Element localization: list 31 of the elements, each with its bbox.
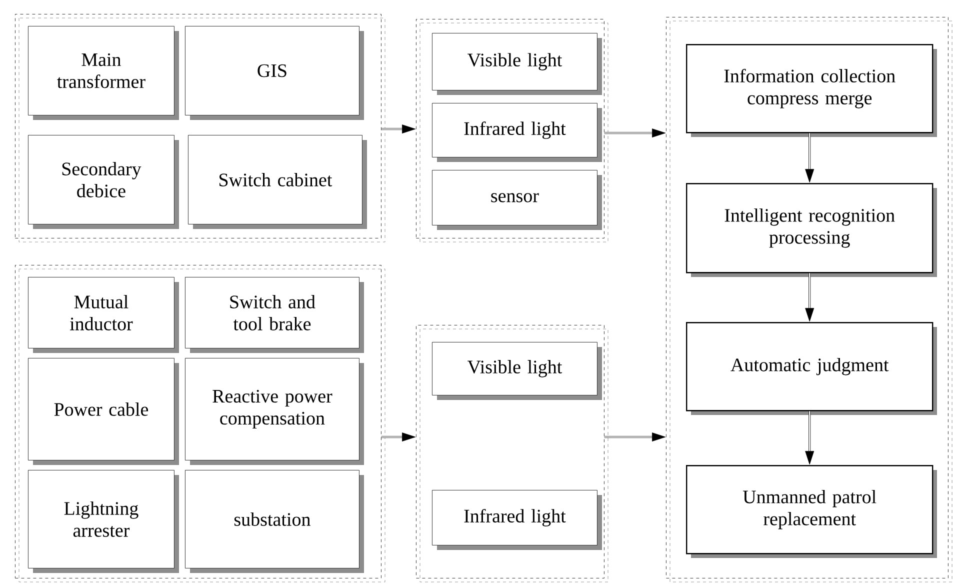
process-box: Unmanned patrol replacement [686, 465, 937, 558]
arrow [805, 273, 814, 322]
process-box: GIS [185, 26, 364, 120]
process-box: Intelligent recognition processing [686, 183, 937, 277]
process-box: Main transformer [28, 26, 179, 120]
arrow [604, 128, 666, 138]
group-frame [416, 19, 608, 242]
process-box: Automatic judgment [686, 322, 937, 415]
process-box: Infrared light [432, 490, 602, 550]
process-box: Switch and tool brake [185, 277, 364, 353]
process-box: Information collection compress merge [686, 44, 937, 137]
process-box: Secondary debice [28, 135, 179, 229]
group-frame [416, 325, 608, 582]
process-box: substation [185, 470, 364, 573]
group-frame [15, 265, 386, 582]
process-box: sensor [432, 170, 602, 230]
group-frame [666, 17, 952, 582]
process-box: Visible light [432, 342, 602, 400]
arrow [805, 133, 814, 183]
process-box: Lightning arrester [28, 470, 179, 573]
arrow [604, 432, 666, 442]
process-box: Infrared light [432, 103, 602, 162]
process-box: Switch cabinet [188, 135, 367, 229]
arrow [381, 432, 416, 442]
process-box: Mutual inductor [28, 277, 179, 353]
arrow [381, 124, 416, 134]
group-frame [15, 14, 386, 242]
process-box: Power cable [28, 358, 179, 465]
process-box: Visible light [432, 33, 602, 95]
arrow [805, 411, 814, 465]
process-box: Reactive power compensation [185, 358, 364, 465]
